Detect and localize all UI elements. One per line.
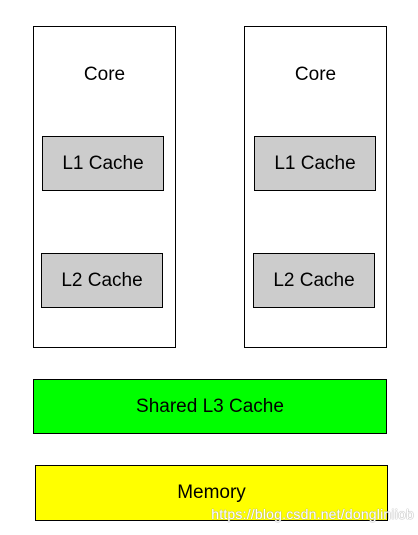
core-1-l2-cache: L2 Cache [41, 253, 163, 308]
core-2-box: Core L1 Cache L2 Cache [244, 26, 387, 348]
shared-l3-cache: Shared L3 Cache [33, 379, 387, 434]
core-2-label: Core [294, 64, 337, 85]
core-1-l1-cache: L1 Cache [42, 136, 164, 191]
memory-box: Memory [35, 465, 388, 521]
core-1-label: Core [83, 64, 126, 85]
watermark-text: https://blog.csdn.net/dongliniiob [211, 506, 414, 522]
core-2-l2-cache: L2 Cache [253, 253, 375, 308]
core-1-box: Core L1 Cache L2 Cache [33, 26, 176, 348]
core-2-l1-cache: L1 Cache [254, 136, 376, 191]
